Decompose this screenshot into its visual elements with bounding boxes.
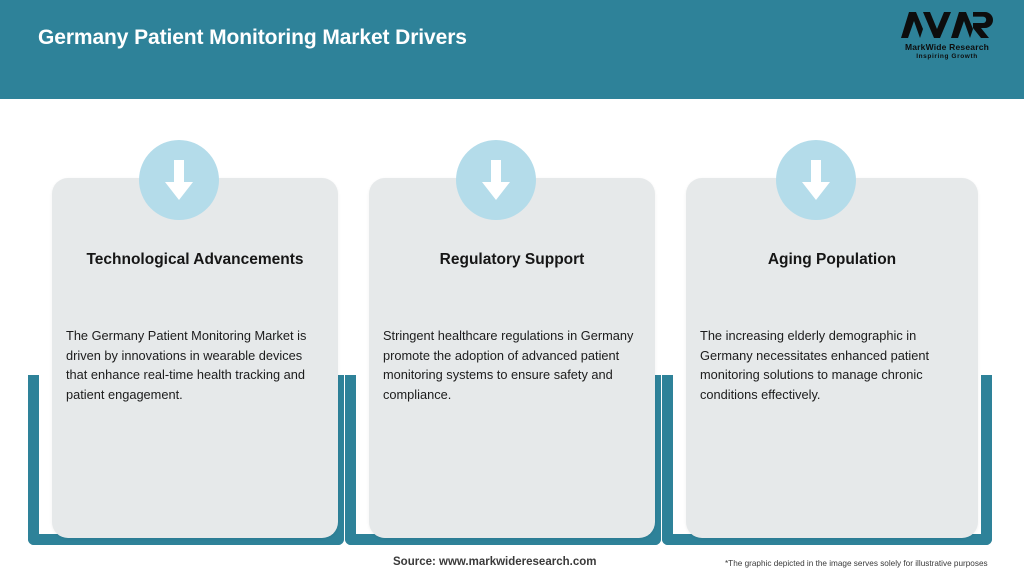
card-surface: Technological Advancements The Germany P… [52, 178, 338, 538]
card-body: Stringent healthcare regulations in Germ… [383, 328, 634, 402]
card-body: The increasing elderly demographic in Ge… [700, 328, 930, 402]
logo-tagline: Inspiring Growth [916, 53, 978, 60]
card-bracket [28, 375, 344, 545]
source-label: Source: www.markwideresearch.com [393, 556, 597, 568]
header-band: Germany Patient Monitoring Market Driver… [0, 0, 1024, 99]
logo-company-name: MarkWide Research [904, 42, 990, 52]
card-title: Regulatory Support [439, 251, 585, 268]
disclaimer-label: *The graphic depicted in the image serve… [725, 559, 988, 568]
card-surface: Regulatory Support Stringent healthcare … [369, 178, 655, 538]
down-arrow-icon [139, 140, 219, 220]
card-bracket [662, 375, 992, 545]
card-title: Aging Population [767, 251, 897, 268]
brand-logo: MarkWide Research Inspiring Growth [892, 9, 1002, 67]
driver-card-2[interactable]: Regulatory Support Stringent healthcare … [345, 0, 670, 576]
card-surface: Aging Population The increasing elderly … [686, 178, 978, 538]
mwr-logo-icon [901, 12, 993, 38]
page-title: Germany Patient Monitoring Market Driver… [38, 26, 467, 49]
card-body: The Germany Patient Monitoring Market is… [66, 328, 307, 402]
driver-card-1[interactable]: Technological Advancements The Germany P… [28, 0, 353, 576]
card-title: Technological Advancements [86, 251, 304, 268]
down-arrow-icon [456, 140, 536, 220]
driver-card-3[interactable]: Aging Population The increasing elderly … [662, 0, 1002, 576]
down-arrow-icon [776, 140, 856, 220]
card-bracket [345, 375, 661, 545]
